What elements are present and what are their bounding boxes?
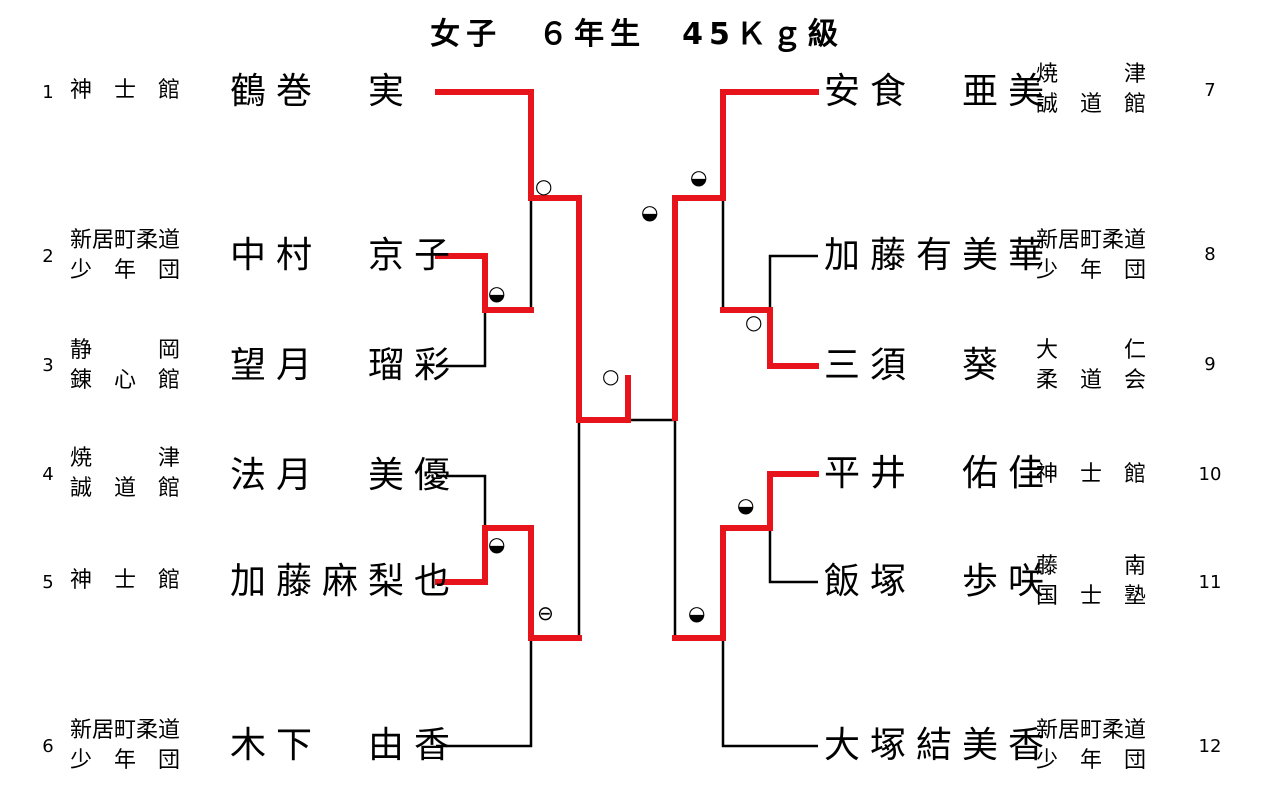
club-name: 神 士 館 xyxy=(70,568,181,593)
club-name-line1: 焼 津 xyxy=(70,446,181,471)
player-name: 三須 葵 xyxy=(824,345,1009,386)
club-name: 神 士 館 xyxy=(70,78,181,103)
club-name-line1: 新居町柔道 xyxy=(1036,718,1147,743)
seed-number: 2 xyxy=(42,246,54,267)
club-name: 神 士 館 xyxy=(1036,462,1147,487)
seed-number: 11 xyxy=(1198,572,1222,593)
club-name-line2: 錬 心 館 xyxy=(70,368,181,393)
line-p8 xyxy=(768,254,818,310)
club-name-line2: 国 士 塾 xyxy=(1036,584,1147,609)
club-name-line1: 新居町柔道 xyxy=(1036,228,1147,253)
bracket-lines xyxy=(436,198,818,748)
club-name-line2: 少 年 団 xyxy=(70,748,181,773)
winner-path-p7 xyxy=(672,89,819,421)
line-p11 xyxy=(768,528,818,584)
waza-ari-mark-icon: ◒ xyxy=(488,281,506,305)
club-name-line1: 新居町柔道 xyxy=(70,228,181,253)
player-name: 法月 美優 xyxy=(230,455,461,496)
club-name-line2: 誠 道 館 xyxy=(70,476,181,501)
seed-number: 1 xyxy=(42,82,54,103)
seed-number: 9 xyxy=(1204,354,1216,375)
player-name: 大塚結美香 xyxy=(824,725,1055,766)
decision-mark-icon: ⊖ xyxy=(537,601,554,625)
winner-path-p10 xyxy=(672,471,819,641)
club-name-line2: 誠 道 館 xyxy=(1036,92,1147,117)
page-title: 女子 ６年生 45Ｋｇ級 xyxy=(430,17,844,52)
line-p3 xyxy=(436,310,487,368)
waza-ari-mark-icon: ◒ xyxy=(641,200,659,224)
winner-paths xyxy=(435,89,819,641)
winner-path-p2 xyxy=(435,253,534,313)
player-name: 鶴巻 実 xyxy=(230,71,415,112)
seed-number: 8 xyxy=(1204,244,1216,265)
player-name: 木下 由香 xyxy=(230,725,461,766)
player-name: 平井 佑佳 xyxy=(824,453,1055,494)
club-name-line1: 新居町柔道 xyxy=(70,718,181,743)
seed-number: 10 xyxy=(1198,464,1222,485)
seed-number: 5 xyxy=(42,572,54,593)
player-name: 加藤有美華 xyxy=(824,235,1055,276)
seed-number: 7 xyxy=(1204,80,1216,101)
club-name-line1: 焼 津 xyxy=(1036,62,1147,87)
winner-path-p5 xyxy=(435,525,582,641)
club-name-line2: 少 年 団 xyxy=(1036,748,1147,773)
player-name: 加藤麻梨也 xyxy=(230,561,461,602)
player-name: 安食 亜美 xyxy=(824,71,1055,112)
player-name: 望月 瑠彩 xyxy=(230,345,461,386)
waza-ari-mark-icon: ◒ xyxy=(690,165,708,189)
line-p4 xyxy=(436,474,487,528)
waza-ari-mark-icon: ◒ xyxy=(488,532,506,556)
club-name-line2: 少 年 団 xyxy=(1036,258,1147,283)
player-name: 飯塚 歩咲 xyxy=(824,561,1055,602)
winner-path-p1 xyxy=(435,89,631,423)
player-name: 中村 京子 xyxy=(230,235,461,276)
line-p6 xyxy=(436,638,533,748)
line-p12 xyxy=(721,638,818,748)
seed-number: 12 xyxy=(1198,736,1222,757)
seed-number: 3 xyxy=(42,355,54,376)
winner-path-p9 xyxy=(720,307,819,369)
club-name-line2: 少 年 団 xyxy=(70,258,181,283)
ippon-mark-icon: ○ xyxy=(602,364,620,388)
seed-number: 4 xyxy=(42,464,54,485)
club-name-line2: 柔 道 会 xyxy=(1036,368,1147,393)
waza-ari-mark-icon: ◒ xyxy=(688,601,706,625)
ippon-mark-icon: ○ xyxy=(535,174,553,198)
club-name-line1: 静 岡 xyxy=(70,338,181,363)
waza-ari-mark-icon: ◒ xyxy=(737,493,755,517)
ippon-mark-icon: ○ xyxy=(745,310,763,334)
club-name-line1: 藤 南 xyxy=(1036,554,1147,579)
seed-number: 6 xyxy=(42,736,54,757)
club-name-line1: 大 仁 xyxy=(1036,338,1147,363)
